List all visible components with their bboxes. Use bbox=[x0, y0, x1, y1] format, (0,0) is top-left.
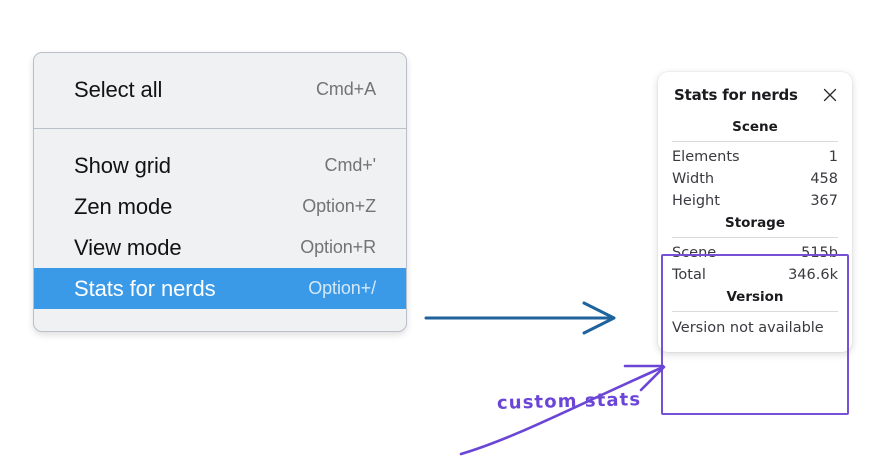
blue-pointer-arrow bbox=[424, 301, 616, 335]
menu-item-view-mode[interactable]: View mode Option+R bbox=[34, 227, 406, 268]
menu-item-label: View mode bbox=[74, 234, 182, 260]
stat-value: 346.6k bbox=[788, 267, 838, 283]
stat-key: Total bbox=[672, 267, 706, 283]
menu-item-zen-mode[interactable]: Zen mode Option+Z bbox=[34, 186, 406, 227]
menu-section-1: Select all Cmd+A bbox=[34, 53, 406, 128]
menu-section-2: Show grid Cmd+' Zen mode Option+Z View m… bbox=[34, 129, 406, 331]
menu-item-label: Show grid bbox=[74, 152, 171, 178]
stat-row-elements: Elements 1 bbox=[670, 146, 840, 168]
menu-item-shortcut: Option+Z bbox=[302, 196, 376, 216]
version-not-available-text: Version not available bbox=[672, 320, 824, 336]
stat-row-storage-scene: Scene 515b bbox=[670, 242, 840, 264]
section-heading-version: Version bbox=[726, 289, 784, 305]
menu-item-label: Stats for nerds bbox=[74, 275, 216, 301]
canvas-context-menu[interactable]: Select all Cmd+A Show grid Cmd+' Zen mod… bbox=[33, 52, 407, 332]
menu-item-label: Zen mode bbox=[74, 193, 173, 219]
section-heading-storage: Storage bbox=[724, 215, 786, 231]
purple-pointer-arrow bbox=[459, 364, 666, 456]
stats-panel-body: Scene Elements 1 Width 458 Height 367 St… bbox=[658, 116, 852, 338]
menu-item-select-all[interactable]: Select all Cmd+A bbox=[34, 69, 406, 110]
section-rule bbox=[672, 311, 838, 312]
stat-key: Height bbox=[672, 193, 720, 209]
stat-value: 367 bbox=[810, 193, 838, 209]
menu-item-shortcut: Option+R bbox=[300, 237, 376, 257]
menu-item-shortcut: Option+/ bbox=[308, 278, 376, 298]
stat-value: 1 bbox=[828, 149, 838, 165]
section-rule bbox=[672, 141, 838, 142]
menu-item-show-grid[interactable]: Show grid Cmd+' bbox=[34, 145, 406, 186]
close-icon[interactable] bbox=[822, 87, 838, 103]
menu-item-shortcut: Cmd+A bbox=[315, 79, 376, 99]
stat-value: 458 bbox=[810, 171, 838, 187]
stat-key: Elements bbox=[672, 149, 740, 165]
section-heading-scene: Scene bbox=[732, 119, 778, 135]
stat-row-height: Height 367 bbox=[670, 190, 840, 212]
menu-item-stats-for-nerds[interactable]: Stats for nerds Option+/ bbox=[34, 268, 406, 309]
menu-item-shortcut: Cmd+' bbox=[324, 155, 377, 175]
stat-key: Width bbox=[672, 171, 715, 187]
stats-panel-title: Stats for nerds bbox=[674, 86, 798, 104]
stat-value: 515b bbox=[801, 245, 838, 261]
stat-key: Scene bbox=[672, 245, 717, 261]
menu-bottom-padding bbox=[34, 309, 406, 331]
annotation-label-custom-stats: custom stats bbox=[496, 389, 642, 414]
menu-item-label: Select all bbox=[74, 76, 163, 102]
stat-row-storage-total: Total 346.6k bbox=[670, 264, 840, 286]
section-rule bbox=[672, 237, 838, 238]
stats-panel-header: Stats for nerds bbox=[658, 86, 852, 104]
stat-row-width: Width 458 bbox=[670, 168, 840, 190]
menu-divider bbox=[34, 128, 406, 129]
stats-for-nerds-panel: Stats for nerds Scene Elements 1 Width 4… bbox=[658, 72, 852, 352]
